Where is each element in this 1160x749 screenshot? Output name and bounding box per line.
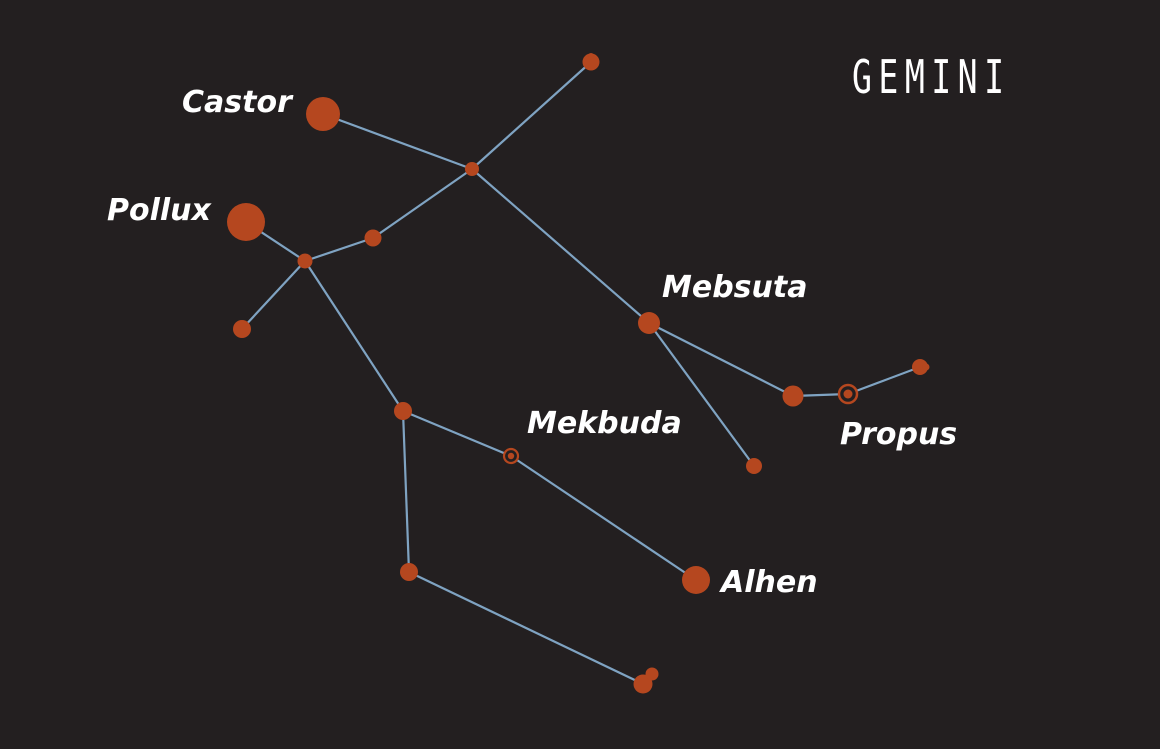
star-hub [465, 162, 479, 176]
label-alhen: Alhen [721, 565, 818, 600]
label-pollux: Pollux [107, 193, 211, 228]
line-hub-mid [371, 167, 474, 240]
label-propus: Propus [840, 417, 958, 452]
star-end [912, 359, 928, 375]
star-top [582, 53, 600, 71]
star-castor [306, 97, 340, 131]
star-mebsuta [638, 312, 660, 334]
star-foot [400, 563, 418, 581]
star-top-companion [588, 53, 594, 59]
star-pollux [227, 203, 265, 241]
star-branch [782, 385, 804, 407]
line-propus-end [846, 365, 922, 396]
line-mekbuda-alhen [509, 454, 698, 582]
line-hub-mebsuta [470, 167, 651, 325]
star-knee [394, 402, 412, 420]
star-mekbuda-core [507, 452, 515, 460]
star-toe-companion [645, 667, 659, 681]
line-hub-top [470, 60, 593, 171]
label-castor: Castor [182, 85, 292, 120]
star-toe [633, 674, 653, 694]
star-end-companion [922, 363, 930, 371]
line-foot-toe [407, 570, 645, 686]
line-junction-left [240, 259, 307, 331]
label-mekbuda: Mekbuda [527, 406, 682, 441]
line-junction-knee [303, 259, 405, 413]
star-lower-right [746, 458, 762, 474]
line-mebsuta-lower [647, 321, 756, 468]
line-knee-mekbuda [401, 409, 513, 458]
star-mid [364, 229, 382, 247]
line-mebsuta-branch [647, 321, 795, 398]
star-alhen [682, 566, 710, 594]
line-castor-hub [321, 112, 474, 171]
star-propus-core [843, 389, 853, 399]
line-knee-foot [401, 409, 411, 574]
chart-title: GEMINI [852, 50, 1011, 104]
stars [227, 53, 930, 694]
star-left [233, 320, 251, 338]
star-junction [297, 253, 313, 269]
variable-stars [502, 383, 859, 465]
line-mid-junction [303, 236, 375, 263]
constellation-lines [240, 60, 922, 686]
label-mebsuta: Mebsuta [662, 270, 808, 305]
